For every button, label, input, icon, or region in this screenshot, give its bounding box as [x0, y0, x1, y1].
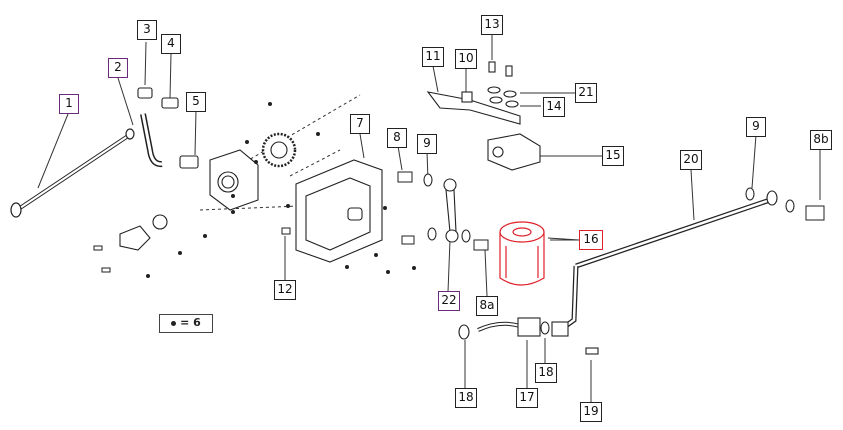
callout-3: 3	[137, 20, 157, 40]
callout-1: 1	[59, 94, 79, 114]
legend-text: = 6	[180, 316, 201, 329]
callout-20: 20	[680, 150, 702, 170]
legend-box: = 6	[159, 314, 213, 333]
callout-5: 5	[186, 92, 206, 112]
callout-7: 7	[350, 114, 370, 134]
callout-18-left: 18	[455, 388, 477, 408]
callout-8: 8	[387, 128, 407, 148]
callout-9-left: 9	[417, 134, 437, 154]
callout-2: 2	[108, 58, 128, 78]
callout-13: 13	[481, 15, 503, 35]
callout-4: 4	[161, 34, 181, 54]
callout-14: 14	[543, 97, 565, 117]
callout-9-right: 9	[746, 117, 766, 137]
callout-11: 11	[422, 47, 444, 67]
callout-22: 22	[438, 291, 460, 311]
callout-18-right: 18	[535, 363, 557, 383]
callout-21: 21	[575, 83, 597, 103]
callout-8b: 8b	[810, 130, 832, 150]
callout-15: 15	[602, 146, 624, 166]
callout-12: 12	[274, 280, 296, 300]
callout-17: 17	[516, 388, 538, 408]
callout-8a: 8a	[476, 296, 498, 316]
callout-10: 10	[455, 49, 477, 69]
callout-19: 19	[580, 402, 602, 422]
bullet-dot-icon	[171, 320, 177, 326]
callout-16: 16	[579, 230, 603, 250]
